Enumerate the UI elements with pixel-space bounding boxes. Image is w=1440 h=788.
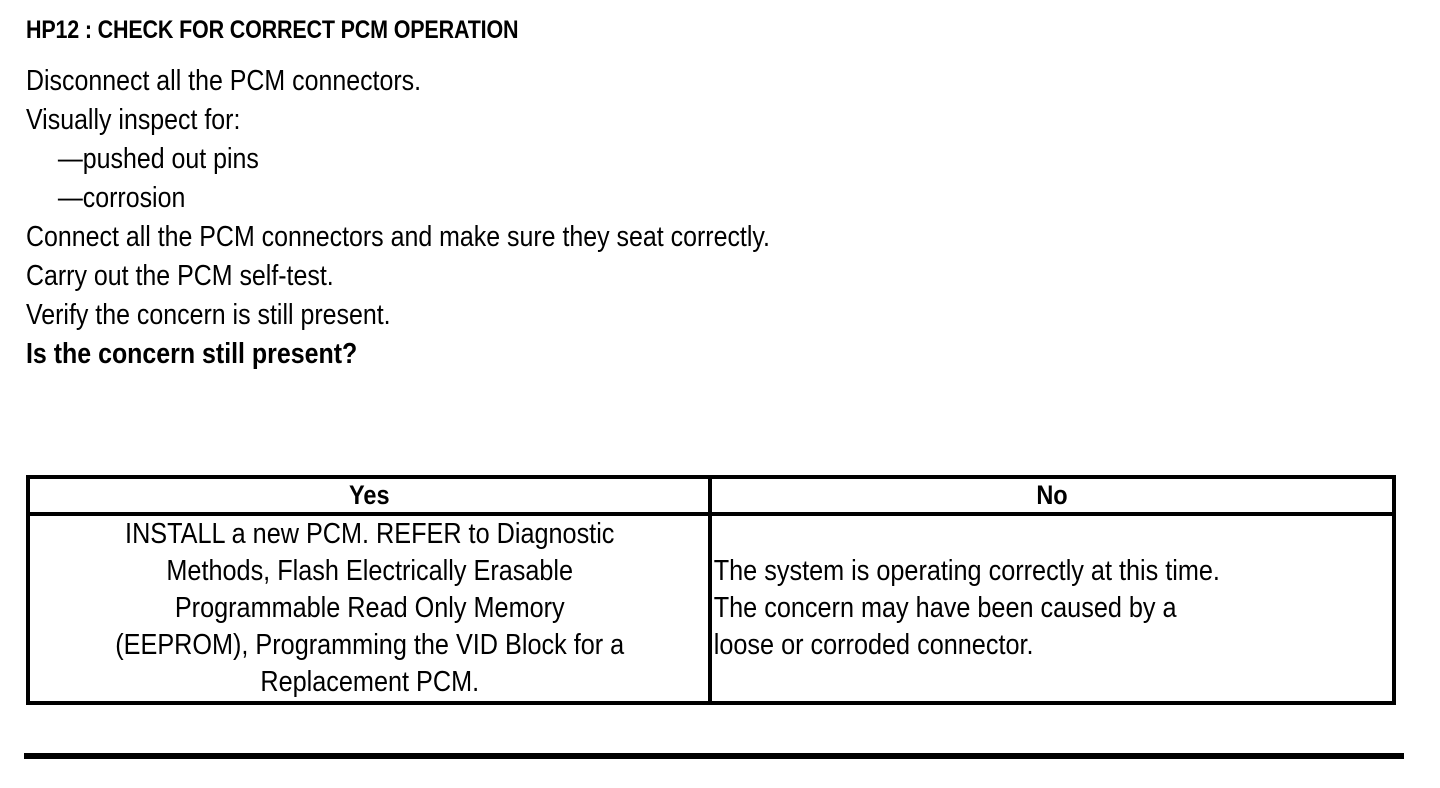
no-action-text: The system is operating correctly at thi…: [712, 553, 1393, 664]
yes-action-line: (EEPROM), Programming the VID Block for …: [115, 629, 625, 661]
instruction-line: Connect all the PCM connectors and make …: [26, 221, 770, 253]
table-cell-yes-action: INSTALL a new PCM. REFER to Diagnostic M…: [26, 512, 712, 705]
table-header-no: No: [708, 475, 1396, 516]
instruction-list: Disconnect all the PCM connectors. Visua…: [26, 62, 1416, 374]
instruction-line: Disconnect all the PCM connectors.: [26, 65, 422, 97]
yes-action-text: INSTALL a new PCM. REFER to Diagnostic M…: [30, 516, 709, 701]
table-header-yes: Yes: [26, 475, 712, 516]
no-action-line: The concern may have been caused by a: [713, 592, 1177, 624]
instruction-line: Verify the concern is still present.: [26, 299, 391, 331]
table-header-row: Yes No: [26, 475, 1396, 516]
yes-action-line: Programmable Read Only Memory: [174, 592, 565, 624]
page-title: HP12 : CHECK FOR CORRECT PCM OPERATION: [26, 16, 519, 44]
no-action-line: The system is operating correctly at thi…: [713, 555, 1220, 587]
instruction-bullet: —corrosion: [57, 182, 186, 214]
yes-action-line: Methods, Flash Electrically Erasable: [166, 555, 574, 587]
table-header-yes-label: Yes: [348, 480, 390, 510]
no-action-line: loose or corroded connector.: [713, 629, 1034, 661]
yes-action-line: Replacement PCM.: [260, 666, 480, 698]
instruction-line: Visually inspect for:: [26, 104, 241, 136]
table-row: INSTALL a new PCM. REFER to Diagnostic M…: [26, 512, 1396, 705]
decision-table: Yes No INSTALL a new PCM. REFER to Diagn…: [26, 475, 1396, 705]
table-cell-no-action: The system is operating correctly at thi…: [708, 512, 1396, 705]
bottom-divider: [24, 753, 1404, 759]
instruction-line: Carry out the PCM self-test.: [26, 260, 334, 292]
instruction-bullet: —pushed out pins: [57, 143, 259, 175]
decision-question: Is the concern still present?: [26, 338, 358, 370]
yes-action-line: INSTALL a new PCM. REFER to Diagnostic: [125, 518, 615, 550]
table-header-no-label: No: [1036, 480, 1068, 510]
